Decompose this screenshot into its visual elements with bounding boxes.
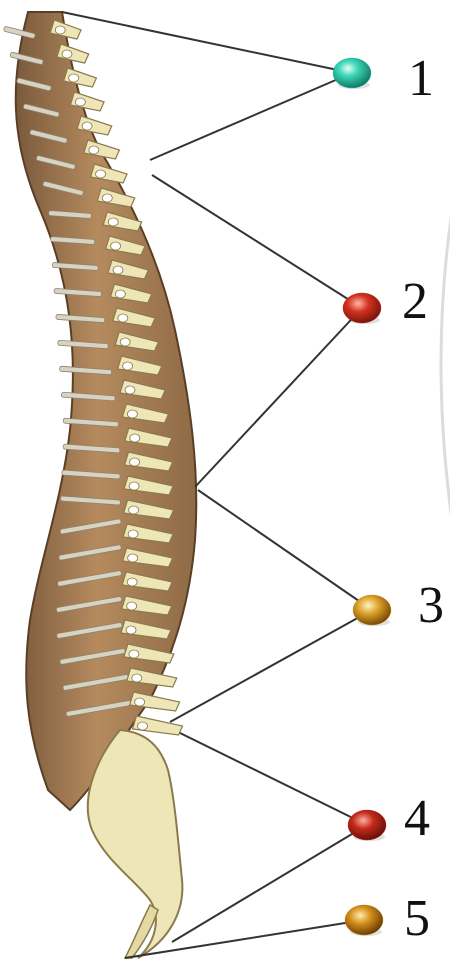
foramen	[127, 578, 137, 586]
foramen	[127, 602, 137, 610]
foramen	[115, 290, 125, 298]
foramen	[113, 266, 123, 274]
leader-line	[62, 12, 352, 73]
foramen	[129, 506, 139, 514]
foramen	[82, 122, 92, 130]
marker-bead	[343, 293, 381, 323]
marker-bead	[348, 810, 386, 840]
spine-illustration	[3, 12, 196, 958]
region-number-label: 1	[408, 50, 434, 107]
leader-line	[195, 308, 362, 487]
foramen	[130, 458, 140, 466]
region-number-label: 4	[404, 790, 430, 847]
coccyx	[125, 905, 158, 958]
region-number-label: 3	[418, 577, 444, 634]
leader-line	[150, 73, 352, 160]
leader-line	[180, 733, 367, 825]
foramen	[132, 674, 142, 682]
region-number-label: 5	[404, 890, 430, 947]
background-arc	[441, 212, 450, 520]
foramen	[130, 434, 140, 442]
sacrum	[88, 730, 183, 958]
leader-line	[170, 610, 372, 722]
foramen	[55, 26, 65, 34]
marker-bead	[353, 595, 391, 625]
leader-line	[198, 490, 372, 610]
leader-line	[152, 175, 362, 308]
foramen	[118, 314, 128, 322]
foramen	[120, 338, 130, 346]
foramen	[89, 146, 99, 154]
foramen	[96, 170, 106, 178]
foramen	[135, 698, 145, 706]
foramen	[128, 530, 138, 538]
foramen	[129, 650, 139, 658]
foramen	[127, 410, 137, 418]
foramen	[129, 482, 139, 490]
foramen	[108, 218, 118, 226]
foramen	[126, 626, 136, 634]
foramen	[102, 194, 112, 202]
foramen	[111, 242, 121, 250]
foramen	[138, 722, 148, 730]
region-number-label: 2	[402, 273, 428, 330]
region-markers: 1 2 3 4 5	[333, 50, 444, 947]
marker-bead	[345, 905, 383, 935]
foramen	[123, 362, 133, 370]
marker-bead	[333, 58, 371, 88]
foramen	[125, 386, 135, 394]
foramen	[62, 50, 72, 58]
foramen	[128, 554, 138, 562]
foramen	[75, 98, 85, 106]
foramen	[69, 74, 79, 82]
